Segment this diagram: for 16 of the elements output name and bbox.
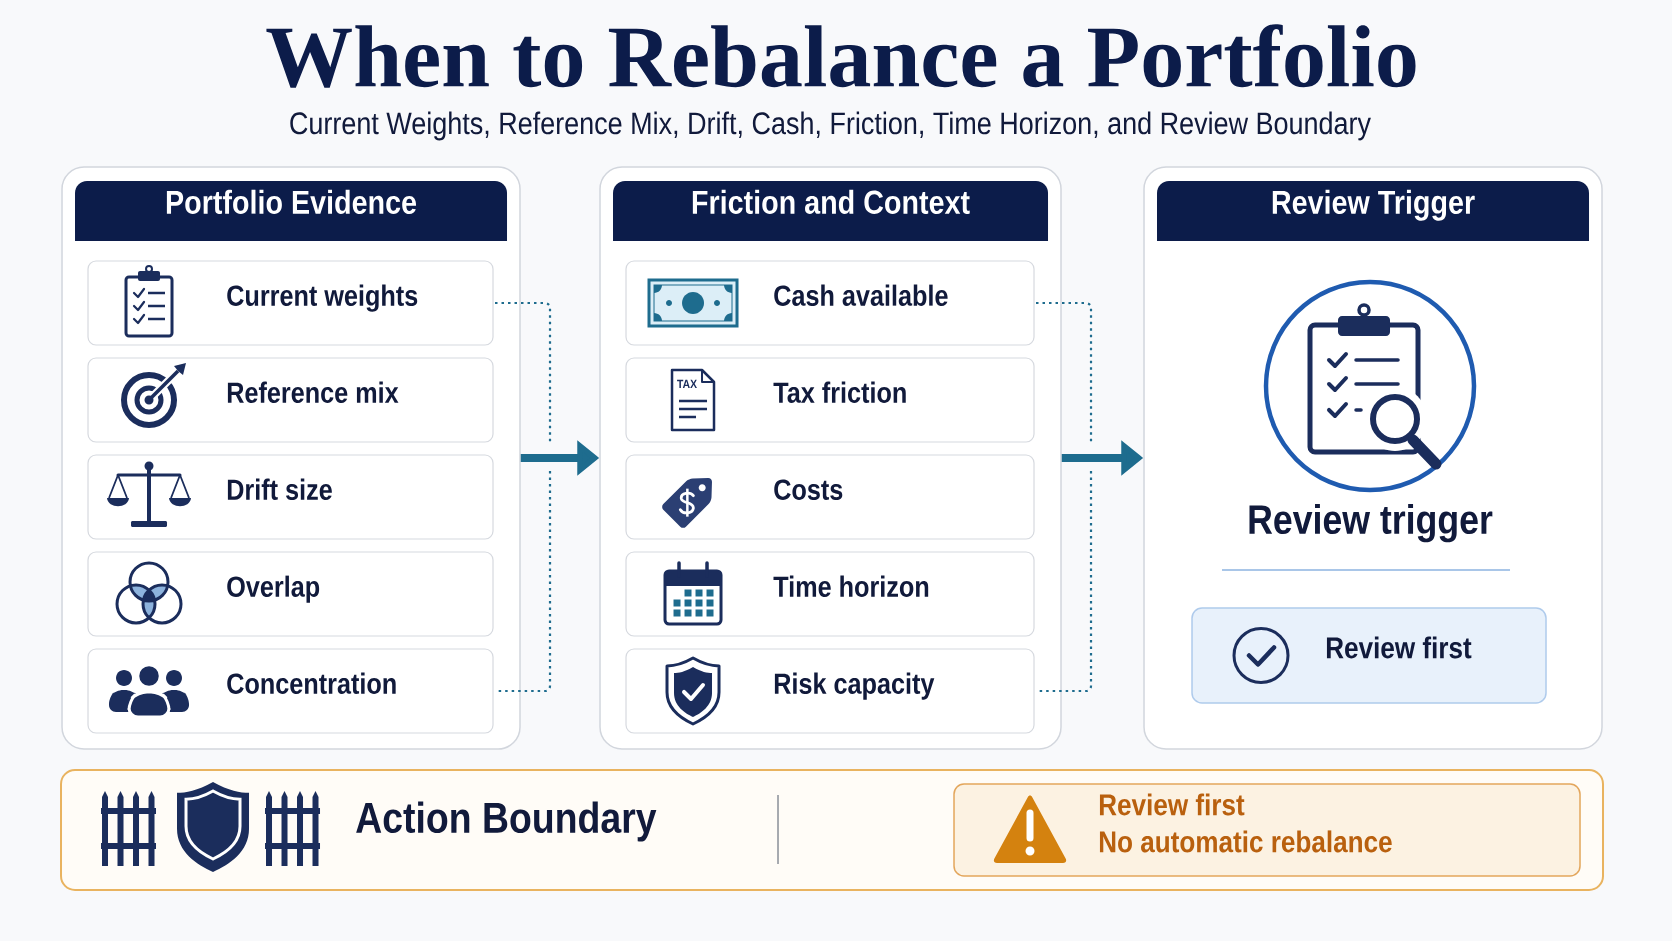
- item-box: Concentration: [87, 648, 494, 734]
- header-bar: Portfolio Evidence: [75, 181, 507, 241]
- item-box: Current weights: [87, 260, 494, 346]
- warning-box: Review first No automatic rebalance: [953, 783, 1581, 877]
- title: When to Rebalance a Portfolio: [266, 24, 1416, 88]
- item-box: Reference mix: [87, 357, 494, 443]
- header-bar: Friction and Context: [613, 181, 1048, 241]
- heading: Review trigger: [1249, 503, 1493, 543]
- item-box: Drift size: [87, 454, 494, 540]
- item-box: Time horizon: [625, 551, 1035, 637]
- subtitle: Current Weights, Reference Mix, Drift, Cash, Friction, Time Horizon, and Review Boundary: [290, 111, 1371, 141]
- item-box: Overlap: [87, 551, 494, 637]
- item-box: Risk capacity: [625, 648, 1035, 734]
- item-box: Costs: [625, 454, 1035, 540]
- header-bar: Review Trigger: [1157, 181, 1589, 241]
- status-box: Review first: [1191, 607, 1547, 704]
